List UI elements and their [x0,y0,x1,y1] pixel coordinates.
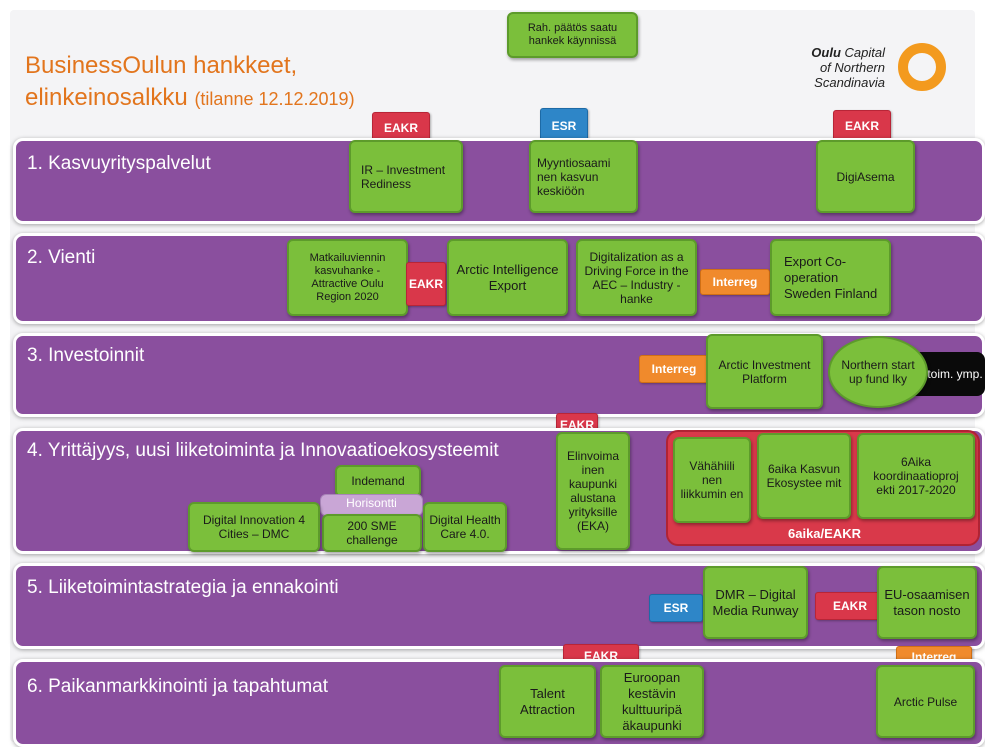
page-title: BusinessOulun hankkeet, elinkeinosalkku … [25,50,465,115]
band-2-label: 2. Vienti [27,247,96,268]
project-myyntiosaaminen[interactable]: Myyntiosaami nen kasvun keskiöön [529,140,638,213]
funding-tag-eakr: EAKR [815,592,885,620]
band-1-label: 1. Kasvuyrityspalvelut [27,153,211,174]
funding-tag-interreg: Interreg [639,355,709,383]
project-koordinaatio[interactable]: 6Aika koordinaatioproj ekti 2017-2020 [857,433,975,519]
project-northern-startup[interactable]: Northern start up fund lky [828,336,928,408]
legend-status-box: Rah. päätös saatu hankek käynnissä [507,12,638,58]
funding-tag-esr: ESR [649,594,703,622]
band-6-label: 6. Paikanmarkkinointi ja tapahtumat [27,676,328,697]
project-arctic-pulse[interactable]: Arctic Pulse [876,665,975,738]
band-5 [13,563,985,649]
band-3 [13,333,985,417]
project-export-coop[interactable]: Export Co-operation Sweden Finland [770,239,891,316]
project-vahahiili[interactable]: Vähähiili nen liikkumin en [673,437,751,523]
project-digital-health[interactable]: Digital Health Care 4.0. [423,502,507,552]
project-sme-challenge[interactable]: 200 SME challenge [322,514,422,552]
project-elinvoima[interactable]: Elinvoima inen kaupunki alustana yrityks… [556,432,630,550]
band-4-label: 4. Yrittäjyys, uusi liiketoiminta ja Inn… [27,440,499,461]
band-3-label: 3. Investoinnit [27,345,145,366]
title-subtitle: (tilanne 12.12.2019) [194,89,355,109]
horisontti-group: Horisontti [320,494,423,516]
oulu-logo: Oulu Capital of Northern Scandinavia [790,43,950,105]
funding-tag-eakr: EAKR [406,262,446,306]
project-talent[interactable]: Talent Attraction [499,665,596,738]
logo-tagline-3: Scandinavia [814,75,885,90]
project-indemand[interactable]: Indemand [335,465,421,497]
project-dmr[interactable]: DMR – Digital Media Runway [703,566,808,639]
logo-brand: Oulu [811,45,841,60]
project-ir[interactable]: IR – Investment Rediness [349,140,463,213]
project-kasvun-ekosysteemit[interactable]: 6aika Kasvun Ekosystee mit [757,433,851,519]
funding-tag-eakr: EAKR [372,112,430,142]
logo-tagline-2: of Northern [819,60,885,75]
title-line2: elinkeinosalkku [25,84,188,111]
project-matkailuviennin[interactable]: Matkailuviennin kasvuhanke - Attractive … [287,239,408,316]
title-line1: BusinessOulun hankkeet, [25,52,298,79]
project-digiasema[interactable]: DigiAsema [816,140,915,213]
project-digitalization[interactable]: Digitalization as a Driving Force in the… [576,239,697,316]
project-arctic-investment[interactable]: Arctic Investment Platform [706,334,823,409]
logo-ring-icon [898,43,946,91]
project-digital-innovation[interactable]: Digital Innovation 4 Cities – DMC [188,502,320,552]
funding-tag-interreg: Interreg [700,269,770,295]
project-arctic-intelligence[interactable]: Arctic Intelligence Export [447,239,568,316]
project-euroopan[interactable]: Euroopan kestävin kulttuuripä äkaupunki [600,665,704,738]
band-5-label: 5. Liiketoimintastrategia ja ennakointi [27,577,339,598]
project-eu-osaamisen[interactable]: EU-osaamisen tason nosto [877,566,977,639]
logo-tagline-1: Capital [844,45,885,60]
sixaika-label: 6aika/EAKR [788,526,861,541]
